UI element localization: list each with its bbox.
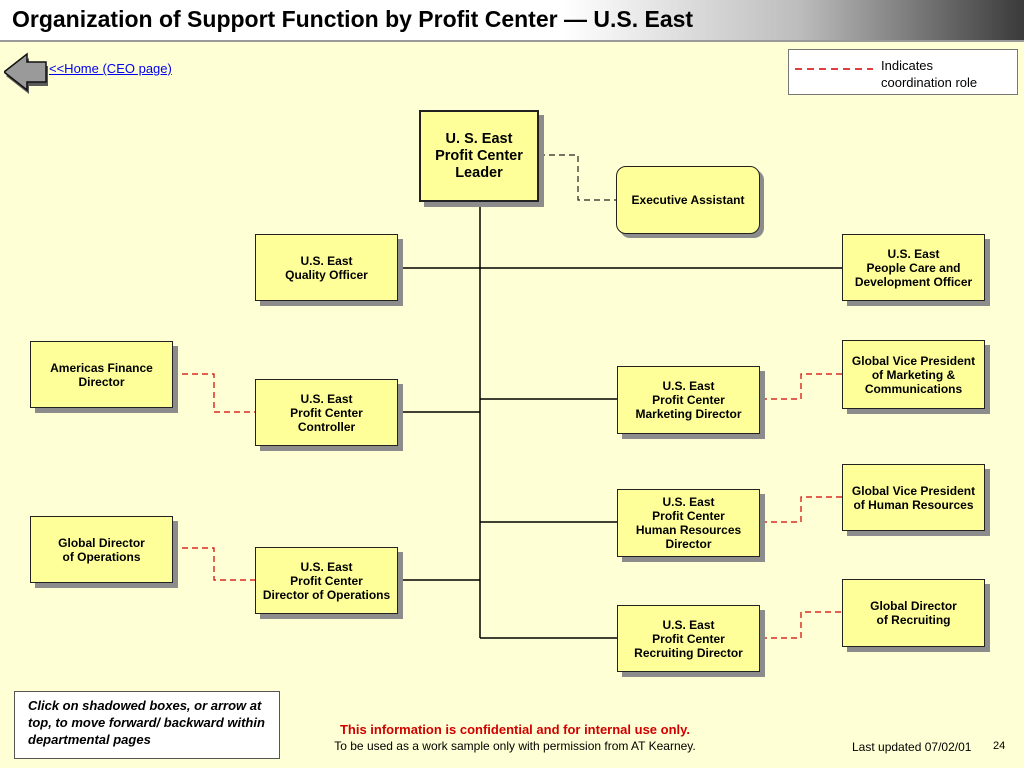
home-ceo-link[interactable]: <<Home (CEO page) — [49, 61, 172, 76]
legend: Indicates coordination role — [788, 49, 1018, 95]
americas-finance-director-box[interactable]: Americas Finance Director — [30, 341, 173, 408]
confidential-notice: This information is confidential and for… — [339, 722, 691, 737]
global-director-recruiting-box[interactable]: Global Director of Recruiting — [842, 579, 985, 647]
director-of-operations-box[interactable]: U.S. East Profit Center Director of Oper… — [255, 547, 398, 614]
global-director-operations-box[interactable]: Global Director of Operations — [30, 516, 173, 583]
hr-director-box[interactable]: U.S. East Profit Center Human Resources … — [617, 489, 760, 557]
profit-center-controller-box[interactable]: U.S. East Profit Center Controller — [255, 379, 398, 446]
marketing-director-box[interactable]: U.S. East Profit Center Marketing Direct… — [617, 366, 760, 434]
permission-notice: To be used as a work sample only with pe… — [334, 739, 696, 753]
last-updated: Last updated 07/02/01 — [852, 740, 972, 754]
global-vp-hr-box[interactable]: Global Vice President of Human Resources — [842, 464, 985, 531]
page-title: Organization of Support Function by Prof… — [12, 6, 694, 32]
coordination-line-sample — [795, 68, 873, 70]
recruiting-director-box[interactable]: U.S. East Profit Center Recruiting Direc… — [617, 605, 760, 672]
profit-center-leader-box[interactable]: U. S. East Profit Center Leader — [419, 110, 539, 202]
navigation-note: Click on shadowed boxes, or arrow at top… — [14, 691, 280, 759]
back-arrow-icon[interactable] — [4, 52, 50, 94]
title-bar: Organization of Support Function by Prof… — [0, 0, 1024, 42]
title-divider — [0, 40, 1024, 42]
people-care-officer-box[interactable]: U.S. East People Care and Development Of… — [842, 234, 985, 301]
executive-assistant-box[interactable]: Executive Assistant — [616, 166, 760, 234]
global-vp-marketing-box[interactable]: Global Vice President of Marketing & Com… — [842, 340, 985, 409]
page-number: 24 — [993, 740, 1006, 752]
quality-officer-box[interactable]: U.S. East Quality Officer — [255, 234, 398, 301]
legend-text: Indicates coordination role — [881, 58, 978, 90]
